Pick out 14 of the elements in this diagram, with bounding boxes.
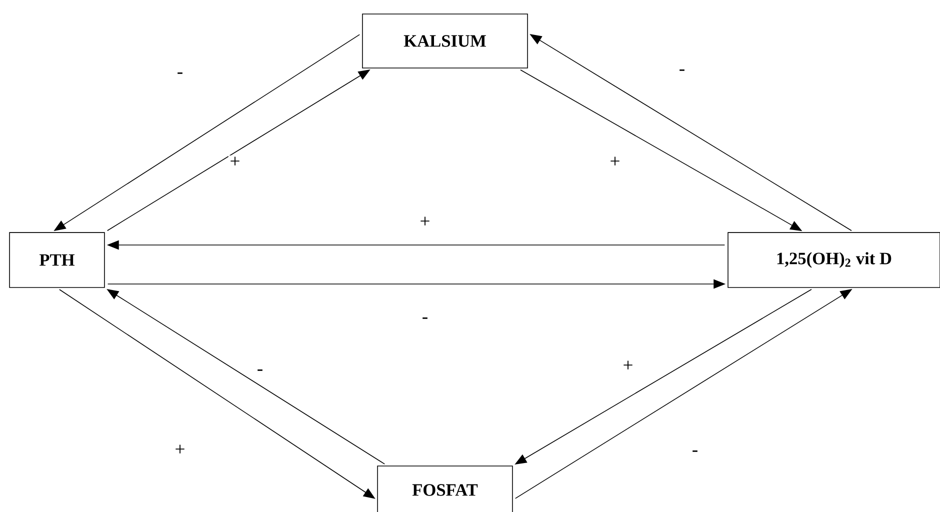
edge-label: - xyxy=(176,71,184,79)
edge-label: + xyxy=(608,155,622,169)
edge-label: - xyxy=(420,316,430,324)
edge-label: - xyxy=(256,368,264,376)
edge-label: - xyxy=(678,68,686,76)
label-box: 1,25(OH)$_{2}$ vit D xyxy=(728,232,940,288)
label-box: FOSFAT xyxy=(377,466,513,512)
edge-label: + xyxy=(621,359,635,373)
label-box: PTH xyxy=(9,232,105,288)
edge-label: + xyxy=(418,215,432,229)
edge-label: - xyxy=(690,449,700,457)
label-box: KALSIUM xyxy=(362,14,528,68)
edge-label: + xyxy=(173,443,187,457)
edge-label: + xyxy=(228,155,242,169)
